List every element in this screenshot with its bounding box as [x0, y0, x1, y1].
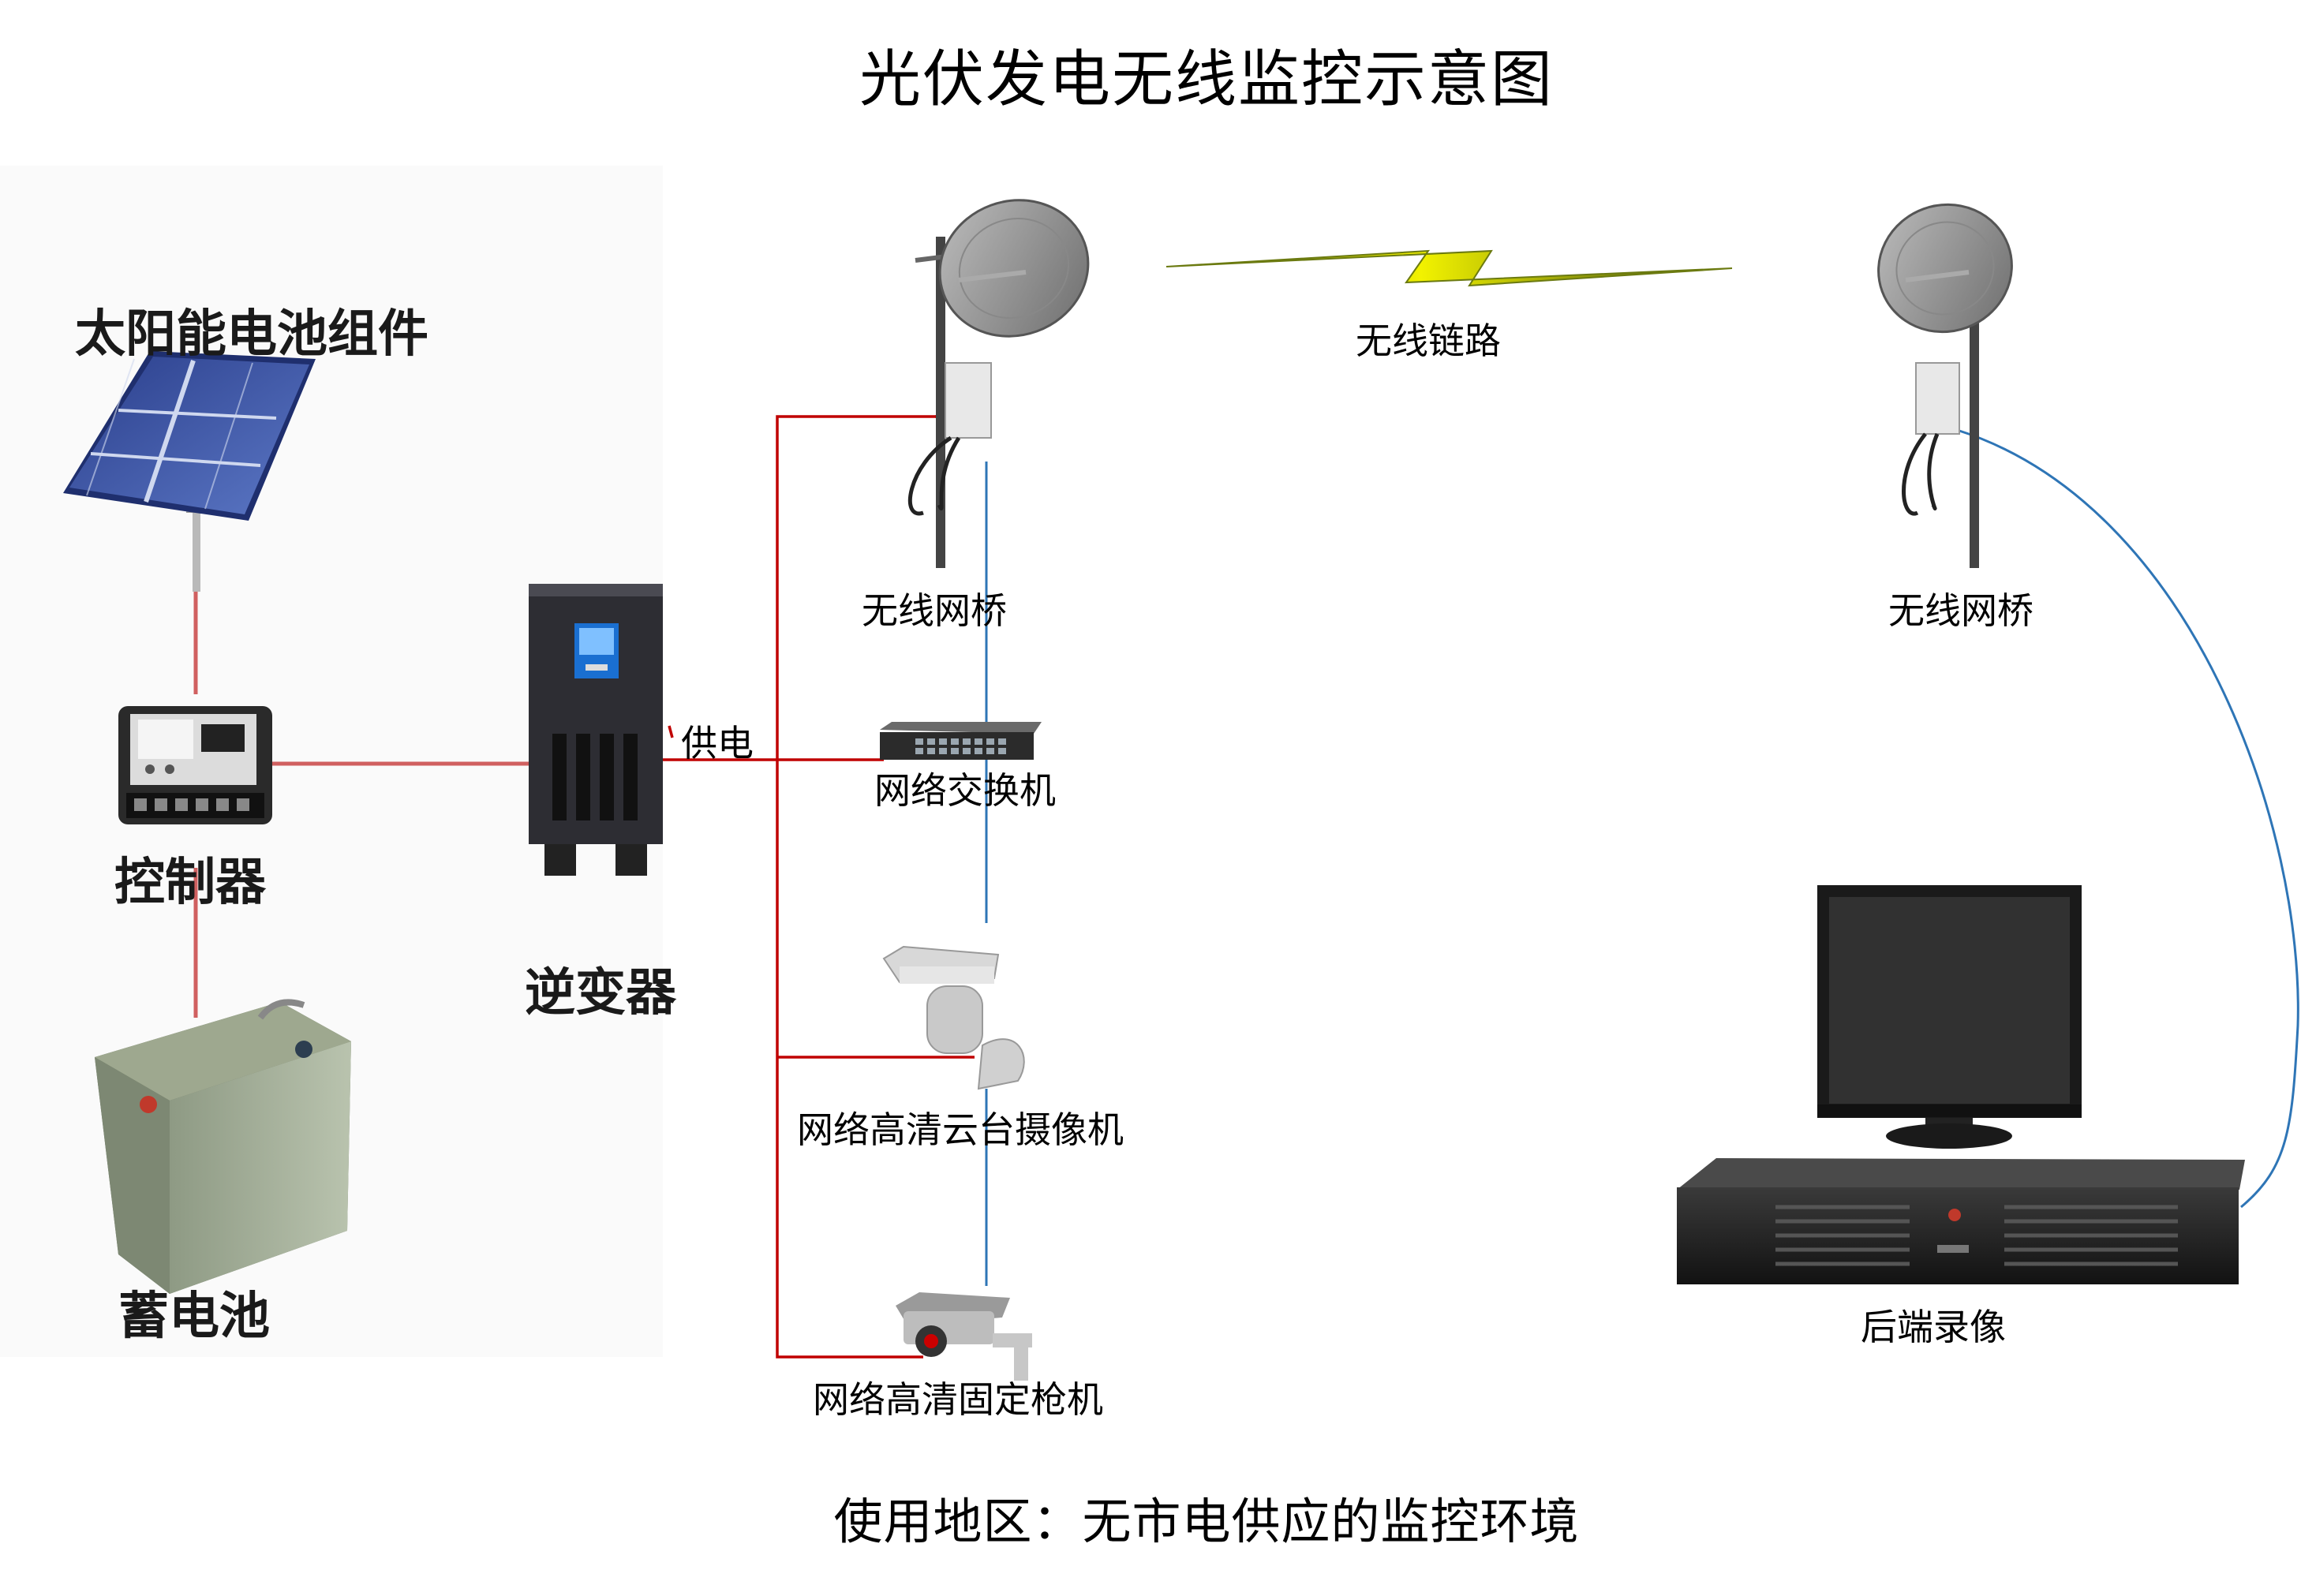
page-title: 光伏发电无线监控示意图: [859, 44, 1554, 115]
solar-panel-icon: [63, 351, 316, 592]
power-lines: [663, 415, 975, 1359]
switch-label: 网络交换机: [874, 769, 1056, 812]
battery-label: 蓄电池: [118, 1288, 270, 1346]
controller-label: 控制器: [114, 854, 267, 912]
bullet-camera-icon: [896, 1292, 1032, 1381]
inverter-icon: [529, 584, 663, 876]
bridge-left-label: 无线网桥: [862, 589, 1007, 632]
battery-icon: [95, 999, 351, 1294]
wireless-link-label: 无线链路: [1356, 320, 1501, 362]
fixed-camera-label: 网络高清固定枪机: [813, 1378, 1103, 1421]
network-lines: [985, 428, 2299, 1286]
power-supply-label: 供电: [681, 722, 754, 764]
dish-antenna-icon: [907, 199, 1090, 568]
dish-antenna-icon: [1877, 203, 2013, 568]
solar-label: 太阳能电池组件: [75, 305, 428, 364]
charge-controller-icon: [118, 706, 272, 824]
monitor-icon: [1817, 885, 2082, 1149]
ptz-camera-label: 网络高清云台摄像机: [797, 1108, 1124, 1151]
bridge-right-label: 无线网桥: [1888, 589, 2033, 632]
nvr-label: 后端录像: [1861, 1306, 2006, 1348]
network-switch-icon: [880, 722, 1042, 760]
ptz-camera-icon: [882, 945, 1025, 1090]
left-power-lines: [193, 588, 529, 1018]
wireless-link-bolt: [1165, 249, 1733, 287]
page-footer: 使用地区：无市电供应的监控环境: [833, 1493, 1580, 1550]
inverter-label: 逆变器: [525, 964, 677, 1022]
nvr-recorder-icon: [1677, 1158, 2245, 1284]
